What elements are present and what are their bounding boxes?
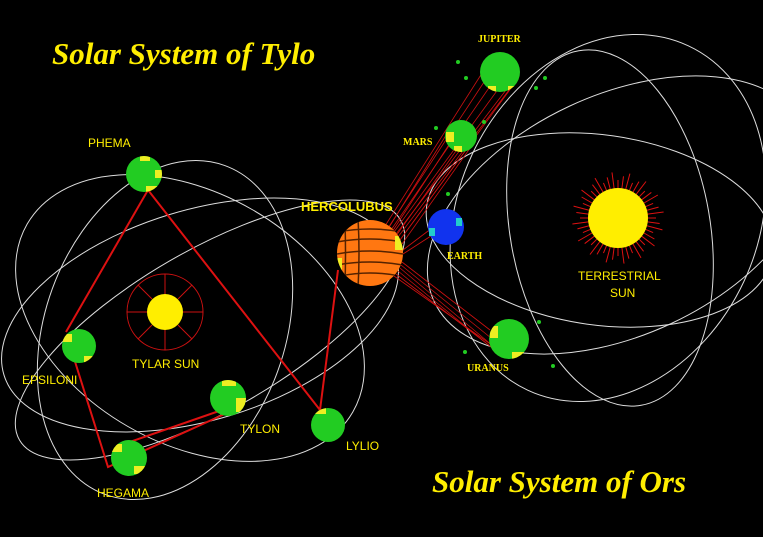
label-hercolubus: HERCOLUBUS [301, 199, 393, 214]
tylo-path-epsiloni-hegama [71, 351, 239, 469]
ray [399, 267, 494, 347]
ray [395, 147, 459, 237]
sun-ray [606, 177, 612, 192]
tylar-sun-icon [126, 273, 204, 351]
sun-ray [581, 189, 597, 202]
ray [384, 69, 485, 227]
sun-ray [641, 231, 655, 240]
planet-mars-icon [445, 120, 477, 152]
sun-ray [634, 181, 647, 197]
planet-phema-icon [126, 156, 162, 192]
star-dot [463, 350, 467, 354]
star-dot [543, 76, 547, 80]
ray [399, 149, 467, 241]
sun-ray [573, 205, 592, 212]
ors-orbit-4 [506, 49, 714, 407]
sun-ray [596, 241, 605, 255]
sun-ray [624, 173, 631, 192]
label-jupiter: JUPITER [478, 34, 522, 45]
sun-ray [631, 181, 640, 195]
star-dot [482, 120, 486, 124]
planet-tylon-icon [210, 380, 246, 416]
label-terrestrial-sun-line1: TERRESTRIAL [578, 269, 661, 283]
sun-ray [641, 194, 659, 205]
ors-orbits [425, 34, 763, 407]
label-phema: PHEMA [88, 136, 131, 150]
tylo-orbit-2 [36, 160, 294, 500]
tylo-path-phema-epsiloni [65, 189, 149, 333]
title-ors: Solar System of Ors [432, 464, 686, 499]
sun-ray [639, 192, 652, 202]
label-tylar-sun: TYLAR SUN [132, 357, 199, 371]
star-dot [464, 76, 468, 80]
ray [400, 264, 492, 339]
sun-ray [621, 176, 624, 191]
planet-hegama-icon [111, 440, 147, 476]
label-tylon: TYLON [240, 422, 280, 436]
sun-ray [645, 211, 664, 215]
ray [402, 233, 435, 255]
tylo-orbit-4 [14, 199, 406, 461]
star-dot [537, 320, 541, 324]
label-hegama: HEGAMA [97, 486, 149, 500]
star-dot [456, 60, 460, 64]
planet-earth-icon [428, 209, 464, 245]
planet-epsiloni-icon [62, 329, 96, 363]
sun-ray [639, 234, 655, 247]
star-dot [434, 126, 438, 130]
terrestrial-sun-icon [572, 172, 664, 264]
sun-ray [612, 245, 615, 260]
sun-ray [584, 234, 597, 244]
ors-orbit-3 [426, 75, 763, 355]
sun-ray [624, 244, 630, 259]
title-tylo: Solar System of Tylo [52, 36, 315, 71]
star-dot [551, 364, 555, 368]
planet-lylio-icon [311, 408, 345, 442]
tylo-orbits [1, 160, 406, 500]
ors-orbit-1 [449, 34, 763, 402]
star-dot [446, 192, 450, 196]
hercolubus-rays [384, 69, 518, 359]
sun-ray [644, 206, 659, 212]
sun-ray [592, 184, 602, 197]
sun-ray [631, 241, 642, 259]
sun-ray [576, 212, 591, 215]
label-earth: EARTH [447, 251, 482, 262]
ray [387, 131, 449, 230]
ray [402, 227, 433, 251]
tylo-connections [65, 189, 339, 469]
sun-ray [594, 177, 605, 195]
sun-ray [577, 224, 592, 230]
ray [401, 143, 474, 245]
sun-ray [581, 196, 595, 205]
label-uranus: URANUS [467, 363, 509, 374]
planet-uranus-icon [489, 319, 529, 359]
sun-ray [634, 239, 644, 252]
sun-ray [621, 245, 625, 264]
sun-ray [645, 221, 660, 224]
ors-orbit-2 [425, 132, 763, 328]
sun-ray [572, 221, 591, 225]
sun-ray [589, 239, 602, 255]
label-epsiloni: EPSILONI [22, 373, 77, 387]
label-lylio: LYLIO [346, 439, 379, 453]
ray [393, 87, 500, 233]
sun-ray [605, 244, 612, 263]
planet-jupiter-icon [480, 52, 520, 92]
sun-ray [577, 231, 595, 242]
ray [397, 85, 513, 238]
label-mars: MARS [403, 137, 433, 148]
tylo-path-hegama-tylon [117, 409, 223, 447]
ray [391, 139, 453, 233]
tylo-orbit-3 [15, 174, 365, 462]
ray [401, 261, 491, 331]
sun-ray [644, 224, 663, 231]
label-terrestrial-sun-line2: SUN [610, 286, 635, 300]
star-dots [434, 60, 555, 368]
star-dot [534, 86, 538, 90]
sun-ray [611, 172, 615, 191]
